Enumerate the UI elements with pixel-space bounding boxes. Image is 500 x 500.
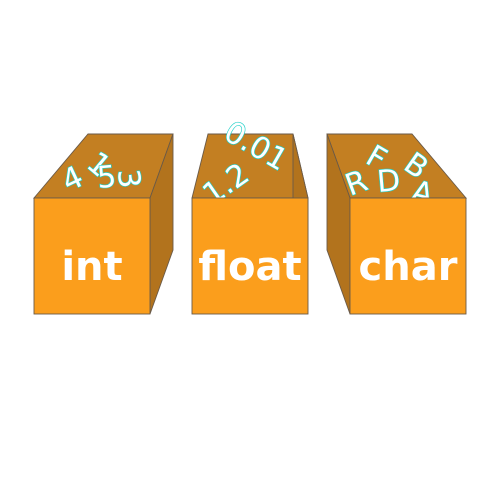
box-int-label: int: [61, 244, 122, 290]
box-int-front: [33, 197, 151, 315]
box-char: R D F B A char: [326, 133, 467, 315]
int-value-3: 3: [110, 168, 147, 190]
char-value-D: D: [376, 163, 402, 200]
box-float-front: [191, 197, 309, 315]
box-float-label: float: [198, 244, 301, 290]
box-int: 4 1 5 3 8 int: [33, 133, 174, 315]
box-float: 0.01 1.2 float: [191, 114, 309, 315]
box-char-front: [349, 197, 467, 315]
box-char-label: char: [359, 244, 458, 290]
int-value-5: 5: [96, 159, 118, 196]
